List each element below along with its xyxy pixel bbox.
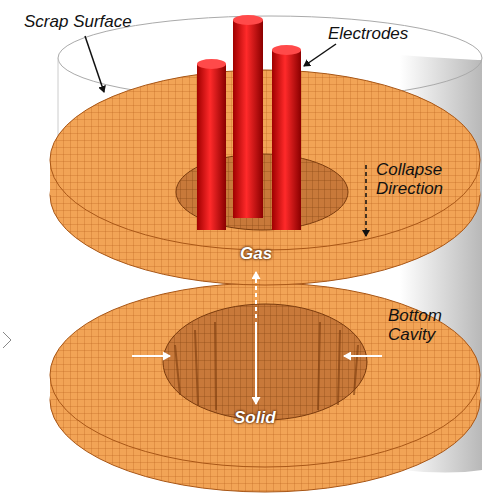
callout-label: Collapse Direction	[376, 160, 460, 198]
callout-label: Bottom Cavity	[388, 306, 460, 344]
region-label: Solid	[234, 408, 294, 427]
callout-label: Scrap Surface	[24, 12, 154, 31]
callout-label: Electrodes	[328, 24, 438, 43]
electrodes	[197, 15, 301, 230]
region-label: Gas	[240, 244, 290, 263]
bottom-cavity	[163, 304, 367, 420]
